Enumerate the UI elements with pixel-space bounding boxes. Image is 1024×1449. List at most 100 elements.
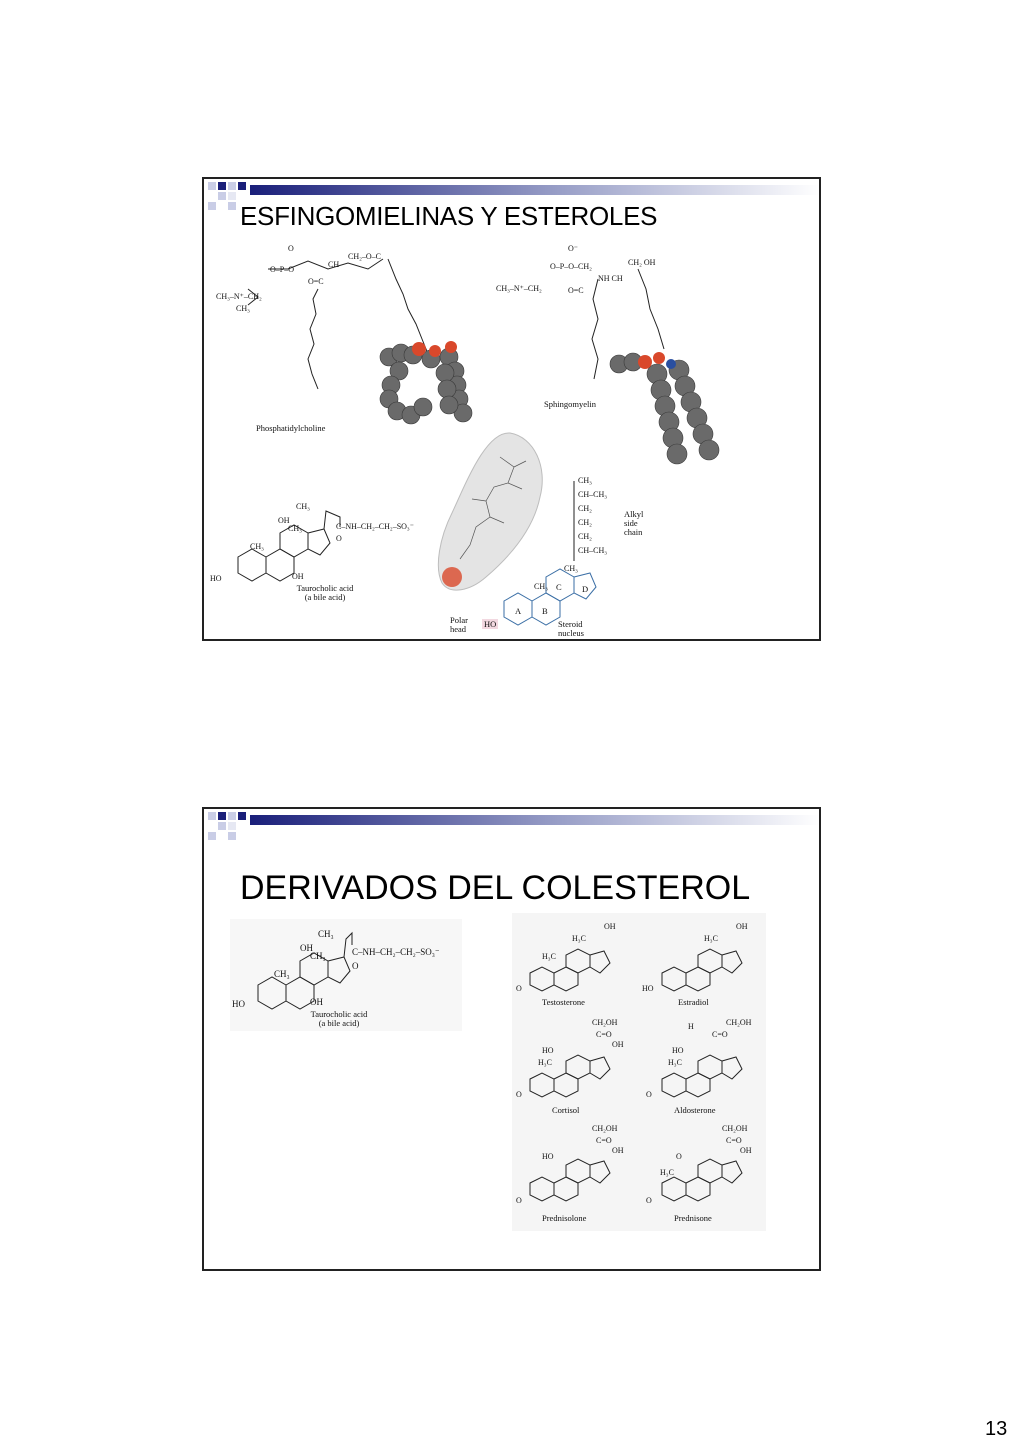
svg-text:HO: HO [542,1046,554,1055]
svg-text:C=O: C=O [712,1030,728,1039]
svg-text:CH₃: CH₃ [250,542,264,551]
slide-header-decoration [204,179,819,219]
alkyl-label-2: side [624,518,638,528]
svg-text:CH–CH₃: CH–CH₃ [578,490,607,499]
svg-text:O: O [646,1090,652,1099]
svg-text:H: H [688,1022,694,1031]
svg-text:CH₃: CH₃ [296,502,310,511]
svg-text:O–P–O: O–P–O [270,265,294,274]
bile-acid-label: (a bile acid) [318,1018,360,1028]
svg-text:CH₂OH: CH₂OH [592,1018,618,1027]
svg-text:C–NH–CH₂–CH₂–SO₃⁻: C–NH–CH₂–CH₂–SO₃⁻ [352,947,440,957]
svg-text:OH: OH [292,572,304,581]
ring-d-label: D [582,584,589,594]
svg-text:H₃C: H₃C [538,1058,552,1067]
ring-c-label: C [556,582,562,592]
svg-text:CH₃–N⁺–CH₂: CH₃–N⁺–CH₂ [216,292,262,301]
slide-esfingomielinas: ESFINGOMIELINAS Y ESTEROLES O O–P–O CH₃–… [202,177,821,641]
svg-text:CH₂–O–C: CH₂–O–C [348,252,381,261]
svg-text:CH: CH [328,260,339,269]
svg-text:C–NH–CH₂–CH₂–SO₃⁻: C–NH–CH₂–CH₂–SO₃⁻ [336,522,414,531]
polar-head-label-1: Polar [450,615,468,625]
phosphatidylcholine-model-icon [379,341,473,425]
svg-text:CH₂OH: CH₂OH [592,1124,618,1133]
svg-text:H₃C: H₃C [572,934,586,943]
slide-header-decoration [204,809,819,849]
svg-text:CH₃: CH₃ [274,969,290,979]
svg-text:O⁻: O⁻ [568,244,578,253]
svg-text:CH₂ OH: CH₂ OH [628,258,656,267]
svg-text:OH: OH [300,943,313,953]
slide-title: DERIVADOS DEL COLESTEROL [240,869,751,907]
svg-text:CH₃: CH₃ [236,304,250,313]
svg-text:CH₂OH: CH₂OH [726,1018,752,1027]
svg-text:CH–CH₃: CH–CH₃ [578,546,607,555]
svg-text:OH: OH [612,1146,624,1155]
svg-text:O=C: O=C [308,277,324,286]
aldosterone-label: Aldosterone [674,1105,716,1115]
svg-text:O: O [352,961,359,971]
cholesterol-structure: CH₃ CH–CH₃ CH₂ CH₂ CH₂ CH–CH₃ CH₃ CH₃ [503,476,607,626]
svg-text:CH₂: CH₂ [578,518,592,527]
svg-text:O: O [516,1196,522,1205]
phosphatidylcholine-structure: O O–P–O CH₃–N⁺–CH₂ CH₃ O=C CH CH₂–O–C [216,244,429,390]
svg-text:NH CH: NH CH [598,274,623,283]
svg-text:CH₃: CH₃ [564,564,578,573]
svg-text:O: O [646,1196,652,1205]
svg-text:OH: OH [740,1146,752,1155]
svg-text:HO: HO [542,1152,554,1161]
svg-text:HO: HO [210,574,222,583]
svg-text:OH: OH [736,922,748,931]
svg-text:H₃C: H₃C [668,1058,682,1067]
sphingomyelin-model-icon [609,352,720,465]
svg-text:HO: HO [642,984,654,993]
page-number: 13 [985,1418,1008,1440]
estradiol-label: Estradiol [678,997,709,1007]
steroid-nucleus-label-1: Steroid [558,619,583,629]
svg-text:O: O [676,1152,682,1161]
svg-text:CH₃: CH₃ [578,476,592,485]
svg-text:OH: OH [310,997,323,1007]
svg-text:O=C: O=C [568,286,584,295]
taurocholic-acid-structure: HO CH₃ OH CH₃ CH₃ OH C–NH–CH₂–CH₂–SO₃⁻ O [210,502,414,583]
svg-text:C=O: C=O [726,1136,742,1145]
slide-title: ESFINGOMIELINAS Y ESTEROLES [240,201,658,231]
svg-text:CH₃: CH₃ [288,524,302,533]
prednisolone-label: Prednisolone [542,1213,587,1223]
sphingomyelin-structure: O⁻ O–P–O–CH₂ CH₃–N⁺–CH₂ NH CH CH₂ OH O=C [496,244,665,380]
svg-text:O–P–O–CH₂: O–P–O–CH₂ [550,262,592,271]
svg-text:CH₃: CH₃ [310,951,326,961]
svg-text:CH₃: CH₃ [318,929,334,939]
ho-label: HO [482,619,499,629]
svg-text:H₃C: H₃C [660,1168,674,1177]
svg-text:O: O [516,984,522,993]
svg-text:CH₃: CH₃ [534,582,548,591]
alkyl-label-1: Alkyl [624,509,644,519]
svg-text:HO: HO [232,999,245,1009]
svg-text:H₃C: H₃C [542,952,556,961]
cortisol-label: Cortisol [552,1105,580,1115]
sphingomyelin-label: Sphingomyelin [544,399,596,409]
bile-acid-label: (a bile acid) [304,592,346,602]
svg-text:O: O [336,534,342,543]
svg-text:CH₂: CH₂ [578,504,592,513]
svg-text:OH: OH [612,1040,624,1049]
svg-text:C=O: C=O [596,1030,612,1039]
phosphatidylcholine-label: Phosphatidylcholine [256,423,326,433]
testosterone-label: Testosterone [542,997,585,1007]
prednisone-label: Prednisone [674,1213,712,1223]
svg-text:CH₃–N⁺–CH₂: CH₃–N⁺–CH₂ [496,284,542,293]
ring-a-label: A [515,606,522,616]
cholesterol-3d-model-icon [437,432,543,591]
polar-head-label-2: head [450,624,467,634]
svg-text:CH₂: CH₂ [578,532,592,541]
svg-text:OH: OH [278,516,290,525]
alkyl-label-3: chain [624,527,643,537]
svg-text:CH₂OH: CH₂OH [722,1124,748,1133]
svg-text:O: O [288,244,294,253]
slide-derivados-colesterol: DERIVADOS DEL COLESTEROL HO CH₃ OH CH₃ C… [202,807,821,1271]
steroid-nucleus-label-2: nucleus [558,628,584,638]
taurocholic-acid-structure: HO CH₃ OH CH₃ CH₃ OH C–NH–CH₂–CH₂–SO₃⁻ O [230,919,462,1031]
